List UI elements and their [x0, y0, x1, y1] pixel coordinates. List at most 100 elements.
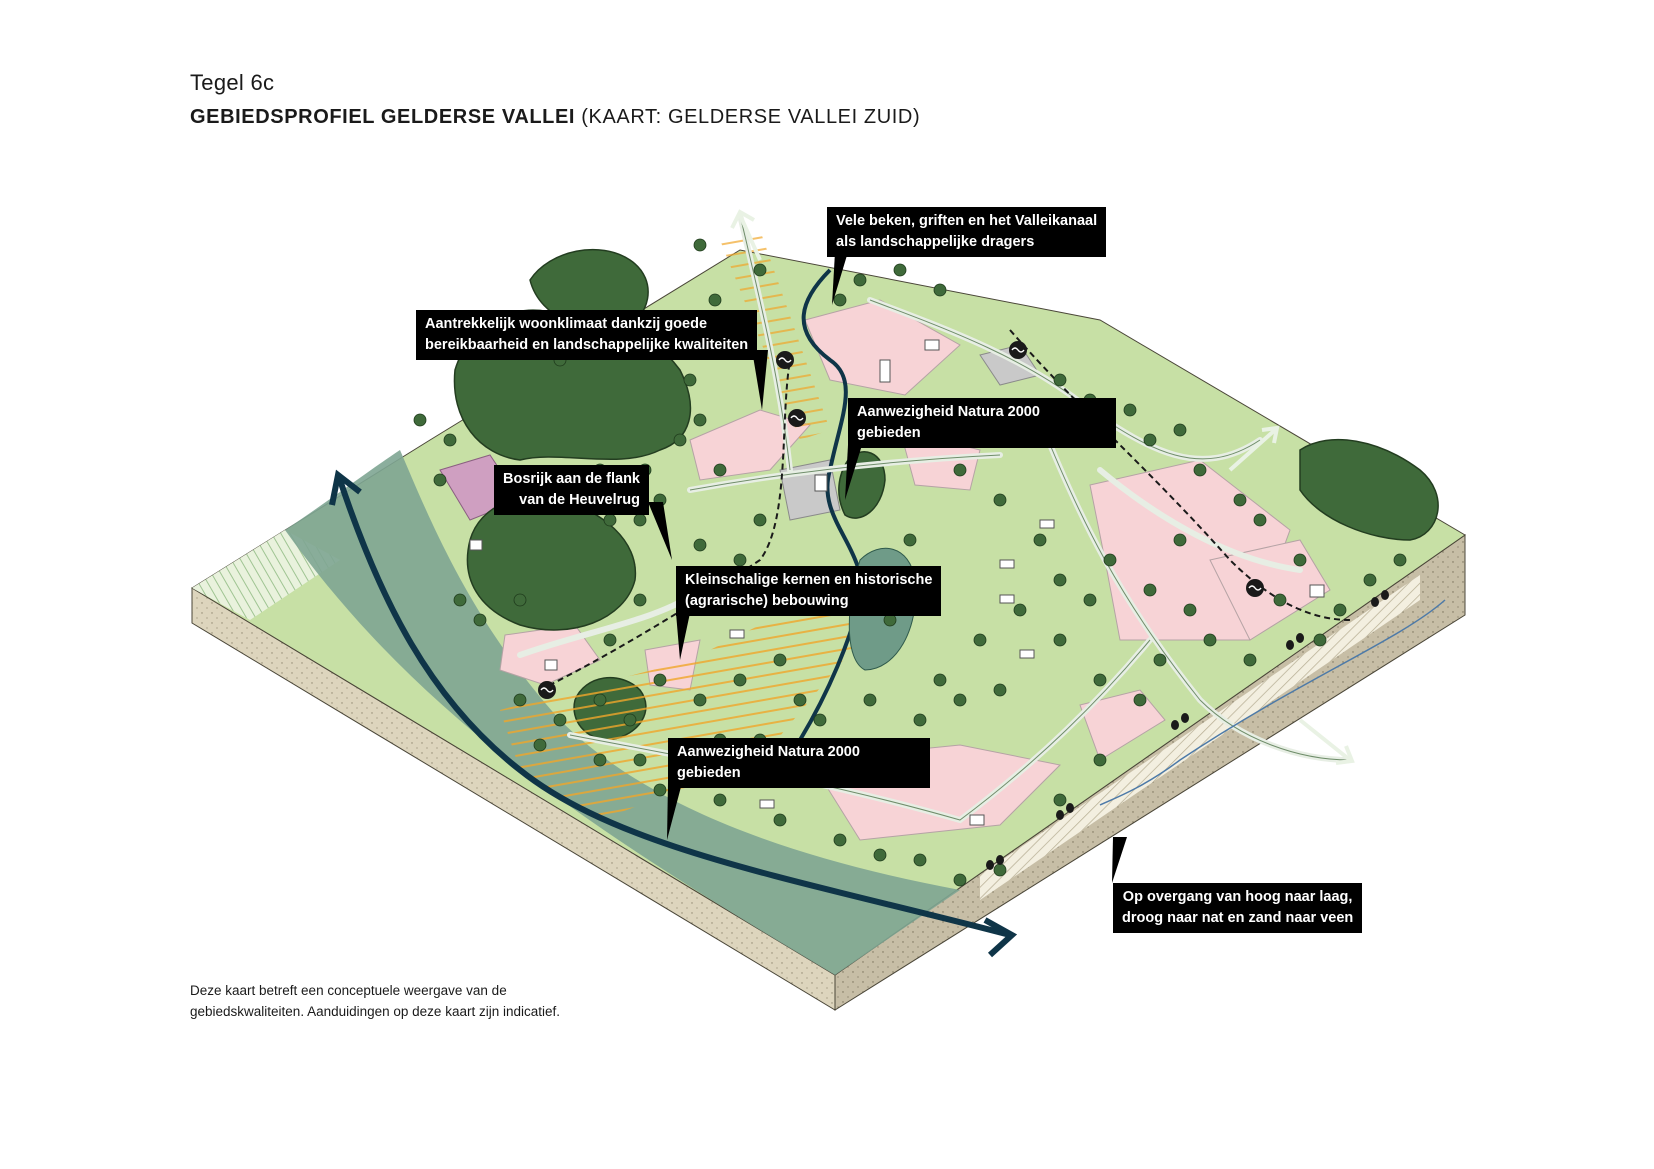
callout-natura-top-line2: gebieden [857, 425, 921, 441]
tree-icon [953, 463, 967, 477]
tree-icon [1173, 423, 1187, 437]
tree-icon [733, 673, 747, 687]
wet-valley-zone [285, 450, 960, 975]
peat-edge-hatch [980, 575, 1420, 900]
callout-bosrijk-line1: Bosrijk aan de flank [503, 471, 640, 487]
tree-icon [693, 413, 707, 427]
callout-bosrijk-line2: van de Heuvelrug [519, 492, 640, 508]
tree-icon [693, 693, 707, 707]
tree-icon [1203, 633, 1217, 647]
tree-icon [833, 293, 847, 307]
tree-icon [1053, 373, 1067, 387]
tree-icon [533, 738, 547, 752]
tree-icon [1243, 653, 1257, 667]
tree-icon [813, 713, 827, 727]
tree-icon [633, 513, 647, 527]
main-river [337, 479, 1011, 938]
callout-overgang: Op overgang van hoog naar laag, droog na… [1113, 883, 1363, 933]
tree-icon [1143, 433, 1157, 447]
tree-icon [933, 673, 947, 687]
groundwater-flow [1099, 599, 1446, 806]
tree-icon [1083, 593, 1097, 607]
callout-pointers [648, 252, 1127, 883]
tree-icon [673, 433, 687, 447]
tree-icon [753, 513, 767, 527]
callout-beken-line2: als landschappelijke dragers [836, 234, 1035, 250]
tree-icon [1293, 553, 1307, 567]
tree-icon [993, 493, 1007, 507]
tile-label: Tegel 6c [190, 70, 275, 95]
tree-icon [1313, 633, 1327, 647]
tree-icon [1013, 603, 1027, 617]
tree-icon [1103, 553, 1117, 567]
tree-icon [593, 693, 607, 707]
tree-icon [713, 793, 727, 807]
callout-natura-top: Aanwezigheid Natura 2000 gebieden [848, 398, 1116, 448]
tree-icon [1053, 793, 1067, 807]
tree-icon [903, 533, 917, 547]
callout-woonklimaat: Aantrekkelijk woonklimaat dankzij goede … [416, 310, 758, 360]
callout-kernen-line2: (agrarische) bebouwing [685, 593, 849, 609]
tree-icon [1233, 493, 1247, 507]
callout-overgang-line2: droog naar nat en zand naar veen [1122, 910, 1354, 926]
tree-icon [1333, 603, 1347, 617]
station-icon [788, 409, 806, 427]
tree-icon [1183, 603, 1197, 617]
tree-icon [693, 538, 707, 552]
tree-icon [693, 238, 707, 252]
station-icon [1246, 579, 1264, 597]
tree-icon [913, 853, 927, 867]
callout-woonklimaat-line1: Aantrekkelijk woonklimaat dankzij goede [425, 316, 708, 332]
callout-natura-bottom-line1: Aanwezigheid Natura 2000 [677, 744, 860, 760]
culvert-openings [986, 590, 1389, 870]
callout-bosrijk: Bosrijk aan de flank van de Heuvelrug [494, 465, 649, 515]
natura-hatch-zone-2 [720, 230, 830, 440]
tree-icon [953, 693, 967, 707]
tree-icon [513, 593, 527, 607]
station-icons [538, 341, 1264, 699]
tree-icon [513, 693, 527, 707]
tree-icon [603, 513, 617, 527]
buildings [469, 339, 1325, 826]
callout-kernen: Kleinschalige kernen en historische (agr… [676, 566, 942, 616]
tree-icon [773, 813, 787, 827]
tree-icon [683, 373, 697, 387]
tree-icon [833, 833, 847, 847]
station-icon [776, 351, 794, 369]
tree-icon [1363, 573, 1377, 587]
connection-arrows [730, 209, 1355, 765]
callout-natura-bottom: Aanwezigheid Natura 2000 gebieden [668, 738, 930, 788]
footnote-line1: Deze kaart betreft een conceptuele weerg… [190, 983, 507, 998]
tree-icon [1273, 593, 1287, 607]
tree-icon [733, 553, 747, 567]
callout-beken: Vele beken, griften en het Valleikanaal … [827, 207, 1107, 257]
callout-natura-top-line1: Aanwezigheid Natura 2000 [857, 404, 1040, 420]
station-icon [1009, 341, 1027, 359]
footnote: Deze kaart betreft een conceptuele weerg… [190, 980, 560, 1022]
title-rest: (KAART: GELDERSE VALLEI ZUID) [581, 106, 921, 128]
tree-icon [753, 263, 767, 277]
tree-icon [473, 613, 487, 627]
tree-icon [893, 263, 907, 277]
tree-icon [453, 593, 467, 607]
tree-icon [603, 633, 617, 647]
tree-icon [708, 293, 722, 307]
river-arrowhead-start [329, 469, 362, 506]
tree-icon [1173, 533, 1187, 547]
callout-overgang-line1: Op overgang van hoog naar laag, [1122, 889, 1353, 905]
railways [539, 329, 1351, 691]
tree-icon [593, 753, 607, 767]
tree-icon [1153, 653, 1167, 667]
tree-icon [1053, 633, 1067, 647]
tree-icon [553, 713, 567, 727]
title-bold: GEBIEDSPROFIEL GELDERSE VALLEI [190, 106, 576, 128]
tree-icon [443, 433, 457, 447]
tree-icon [633, 753, 647, 767]
tree-icon [713, 463, 727, 477]
station-icon [538, 681, 556, 699]
tree-icon [993, 863, 1007, 877]
tree-icon [623, 713, 637, 727]
tree-icon [913, 713, 927, 727]
tree-icon [1133, 693, 1147, 707]
